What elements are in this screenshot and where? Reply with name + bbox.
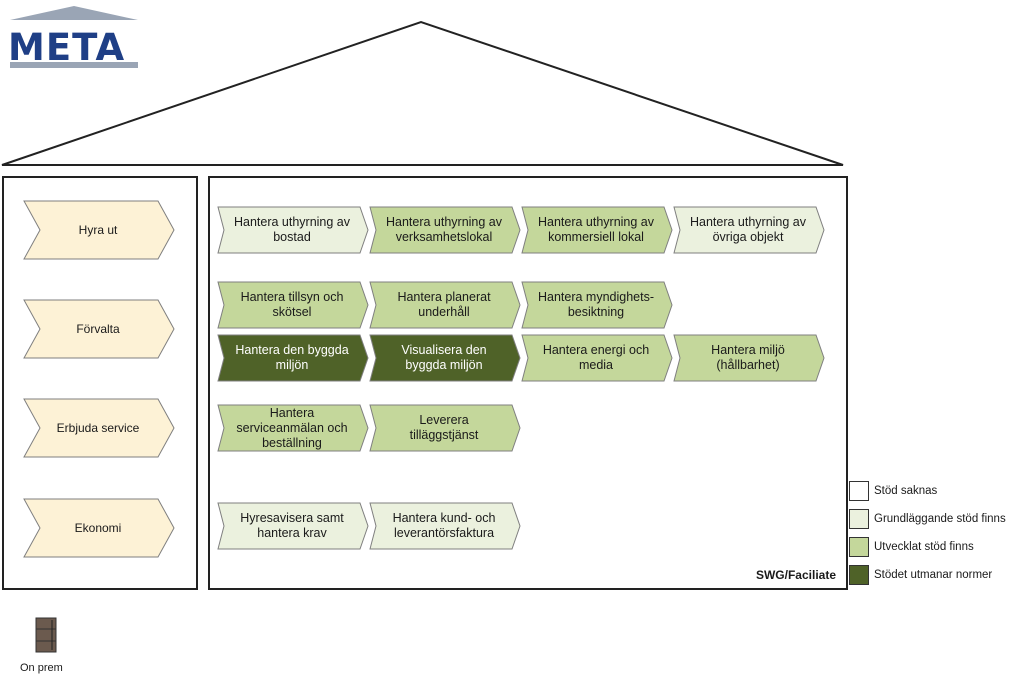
legend-item-grundlaggande: Grundläggande stöd finns [849,509,1006,529]
capability-faktura[interactable]: Hantera kund- och leverantörsfaktura [369,502,521,550]
capability-label: Hantera tillsyn och skötsel [240,290,344,319]
capability-planerat-underhall[interactable]: Hantera planerat underhåll [369,281,521,329]
house-roof [1,20,844,166]
category-forvalta[interactable]: Förvalta [23,299,175,359]
deployment-label: On prem [20,662,63,674]
category-erbjuda-service[interactable]: Erbjuda service [23,398,175,458]
org-label: SWG/Faciliate [755,568,836,582]
legend-swatch [849,481,869,501]
capability-visualisera-byggda-miljon[interactable]: Visualisera den byggda miljön [369,334,521,382]
capability-miljo-hallbarhet[interactable]: Hantera miljö (hållbarhet) [673,334,825,382]
capability-label: Leverera tilläggstjänst [409,413,479,442]
capability-label: Visualisera den byggda miljön [401,343,487,372]
capability-label: Hantera uthyrning av kommersiell lokal [537,215,655,244]
category-ekonomi[interactable]: Ekonomi [23,498,175,558]
capability-uthyrning-kommersiell-lokal[interactable]: Hantera uthyrning av kommersiell lokal [521,206,673,254]
category-hyra-ut[interactable]: Hyra ut [23,200,175,260]
capability-label: Hantera uthyrning av verksamhetslokal [385,215,503,244]
capability-tillsyn-skotsel[interactable]: Hantera tillsyn och skötsel [217,281,369,329]
legend-item-utmanar: Stödet utmanar normer [849,565,992,585]
capability-label: Hantera kund- och leverantörsfaktura [392,511,496,540]
capability-label: Hyresavisera samt hantera krav [240,511,344,540]
legend-label: Stödet utmanar normer [874,569,993,581]
capability-tillaggstjanst[interactable]: Leverera tilläggstjänst [369,404,521,452]
legend-swatch [849,509,869,529]
logo-roof-icon [10,6,138,68]
capability-uthyrning-bostad[interactable]: Hantera uthyrning av bostad [217,206,369,254]
category-label: Förvalta [76,321,120,336]
capability-label: Hantera miljö (hållbarhet) [711,343,785,372]
category-label: Hyra ut [78,222,118,237]
capability-uthyrning-verksamhetslokal[interactable]: Hantera uthyrning av verksamhetslokal [369,206,521,254]
capability-serviceanmalan[interactable]: Hantera serviceanmälan och beställning [217,404,369,452]
legend-swatch [849,565,869,585]
capability-byggda-miljon[interactable]: Hantera den byggda miljön [217,334,369,382]
legend-label: Grundläggande stöd finns [874,513,1006,525]
capability-label: Hantera myndighets-besiktning [537,290,655,319]
legend-item-utvecklat: Utvecklat stöd finns [849,537,974,557]
legend-label: Stöd saknas [874,485,938,497]
capability-hyresavisering[interactable]: Hyresavisera samt hantera krav [217,502,369,550]
capability-label: Hantera uthyrning av övriga objekt [689,215,807,244]
capability-label: Hantera uthyrning av bostad [233,215,351,244]
capability-myndighetsbesiktning[interactable]: Hantera myndighets-besiktning [521,281,673,329]
category-label: Ekonomi [74,520,122,535]
capability-label: Hantera planerat underhåll [397,290,491,319]
legend-swatch [849,537,869,557]
server-icon [35,617,57,653]
capability-energi-media[interactable]: Hantera energi och media [521,334,673,382]
capability-label: Hantera energi och media [542,343,650,372]
category-label: Erbjuda service [56,420,140,435]
legend-item-stod-saknas: Stöd saknas [849,481,937,501]
capability-uthyrning-ovriga-objekt[interactable]: Hantera uthyrning av övriga objekt [673,206,825,254]
capability-label: Hantera den byggda miljön [235,343,349,372]
capability-label: Hantera serviceanmälan och beställning [236,405,348,450]
legend-label: Utvecklat stöd finns [874,541,974,553]
logo-text: META [8,26,126,69]
